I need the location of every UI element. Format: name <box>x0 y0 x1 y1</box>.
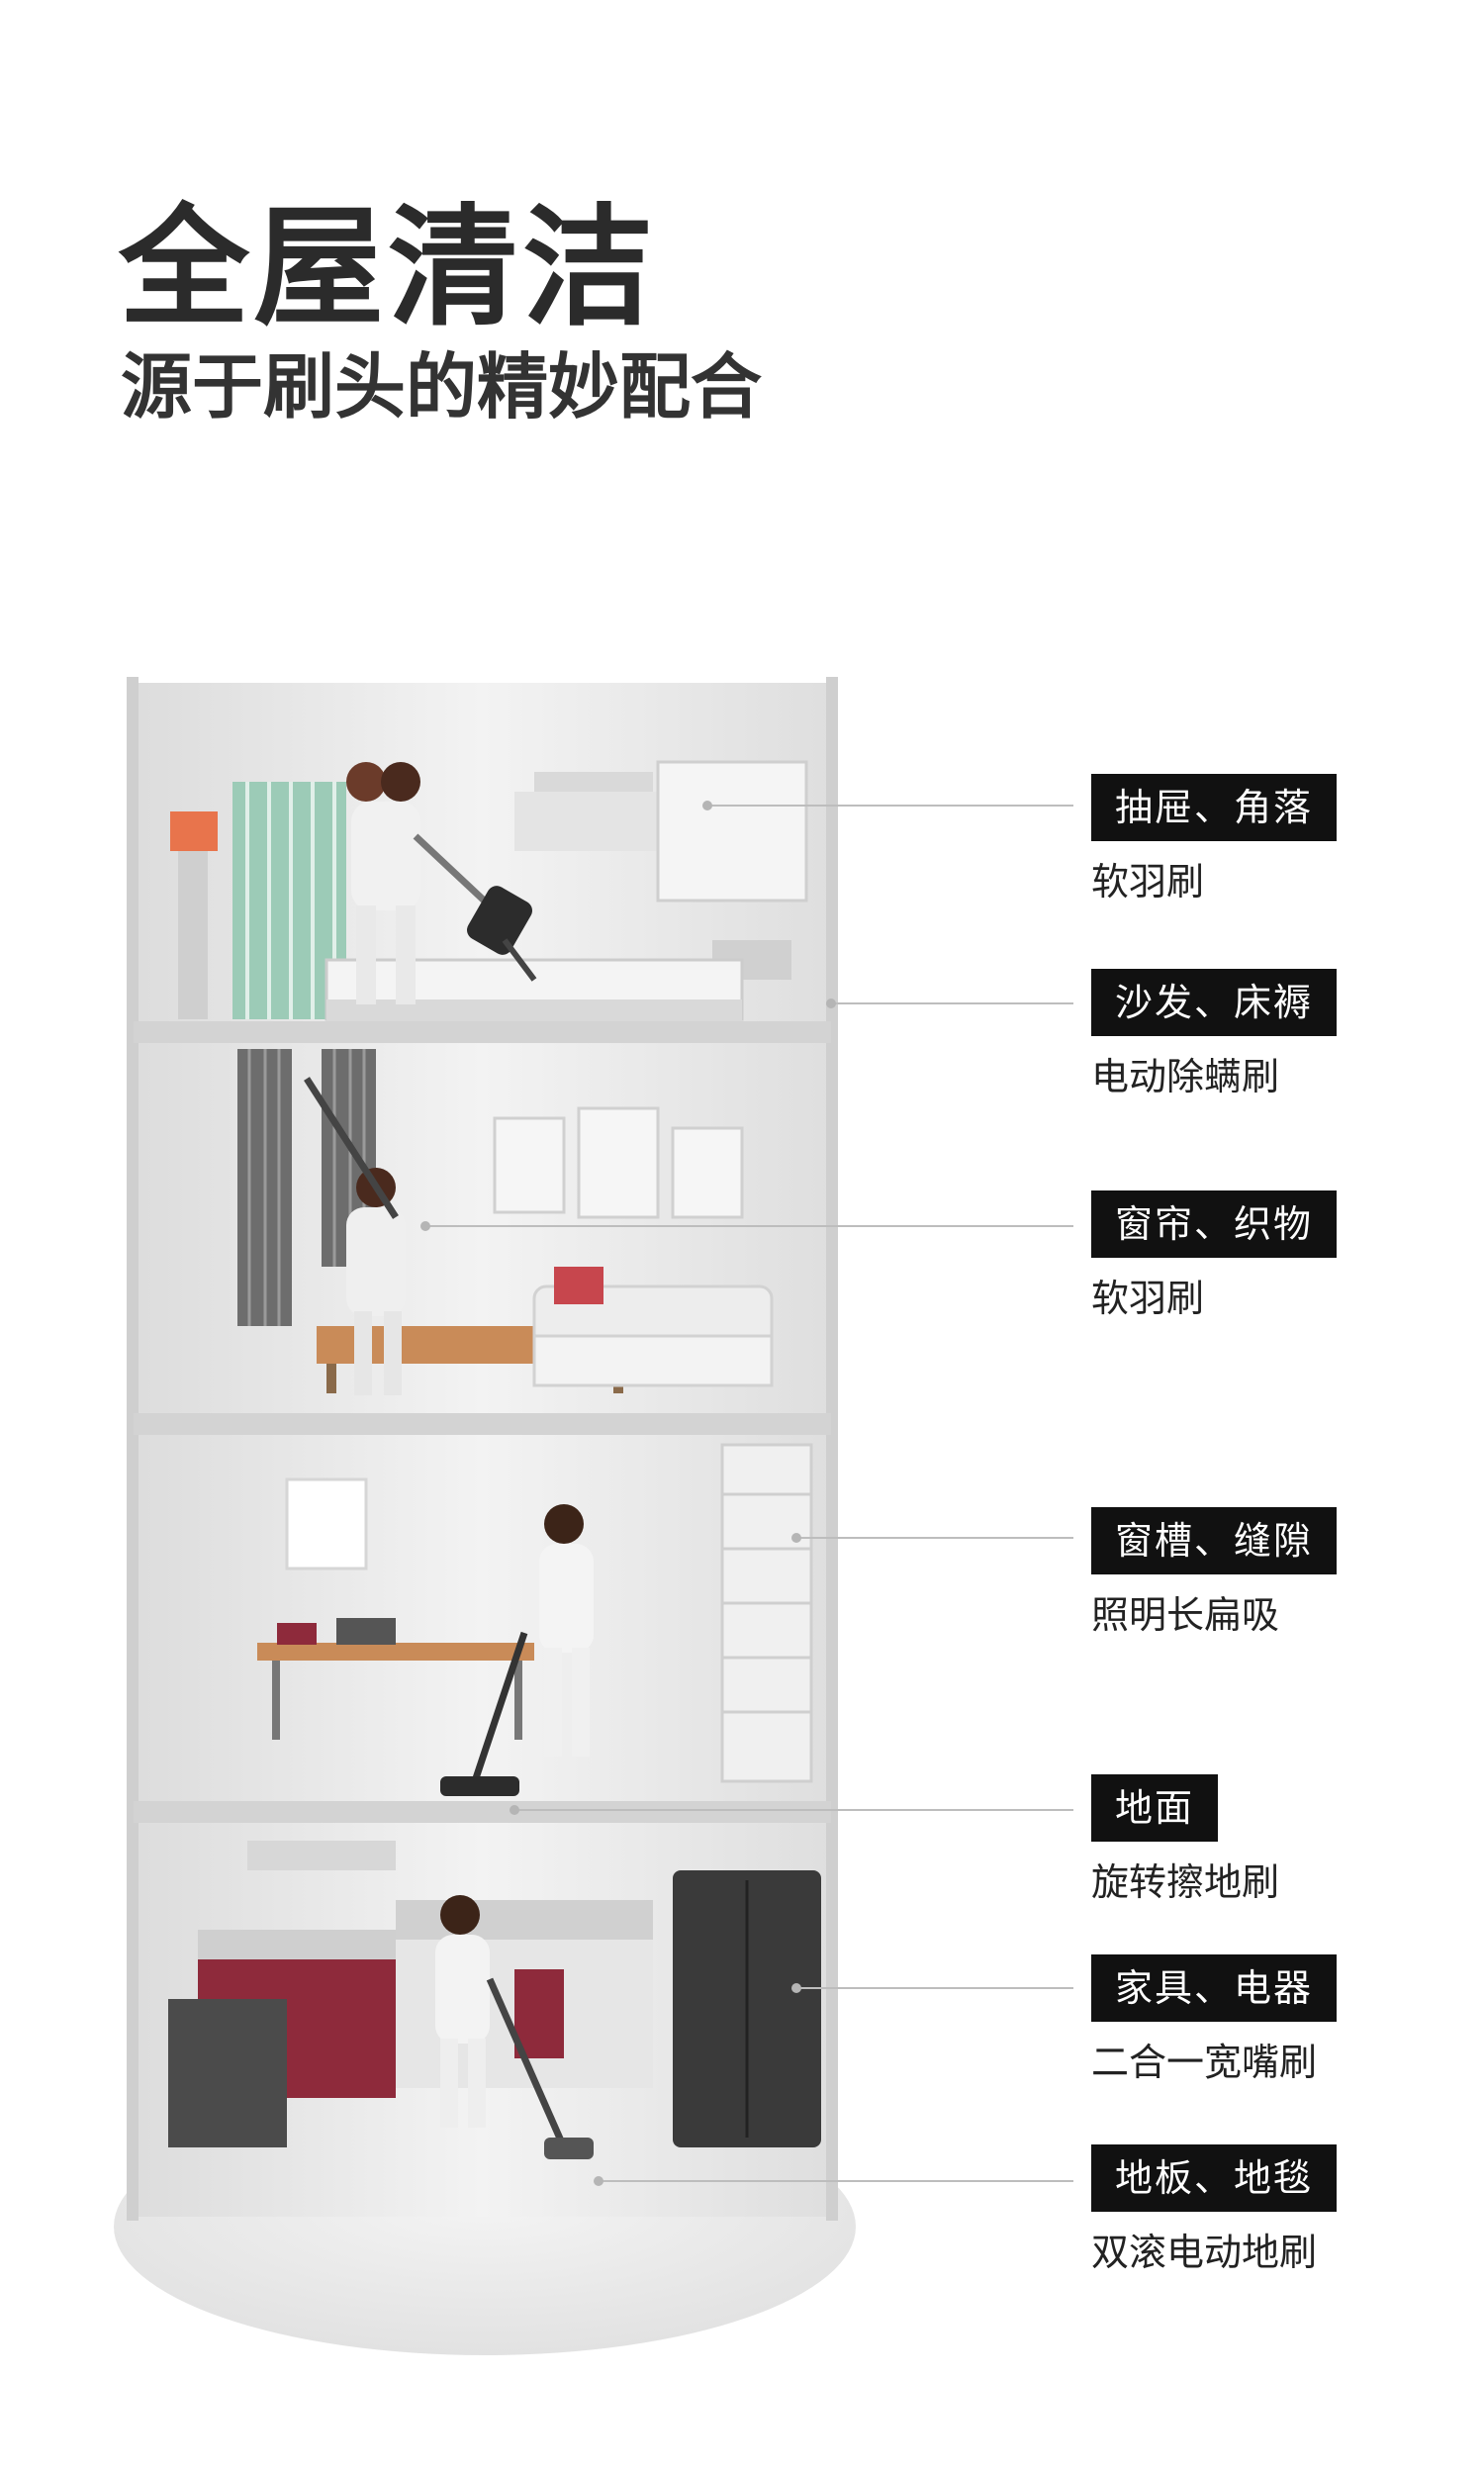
callout-sofa-mattress: 沙发、床褥 电动除螨刷 <box>1091 969 1338 1099</box>
connector-line-1 <box>702 801 1073 810</box>
callout-brush: 软羽刷 <box>1091 1277 1205 1320</box>
floor-slab-1 <box>134 1021 831 1043</box>
callout-tag: 沙发、床褥 <box>1091 969 1338 1036</box>
callout-brush: 软羽刷 <box>1091 860 1205 904</box>
connector-line-3 <box>420 1221 1073 1231</box>
page-title: 全屋清洁 <box>119 192 657 344</box>
callout-tag: 窗帘、织物 <box>1091 1190 1338 1258</box>
floor-dining-room <box>257 1443 813 1796</box>
callout-tag: 抽屉、角落 <box>1091 774 1338 841</box>
callout-drawer-corner: 抽屉、角落 软羽刷 <box>1091 774 1338 904</box>
callout-brush: 双滚电动地刷 <box>1091 2231 1318 2274</box>
callout-floor: 地面 旋转擦地刷 <box>1091 1774 1279 1905</box>
connector-line-6 <box>791 1983 1073 1993</box>
connector-line-4 <box>791 1533 1073 1543</box>
callout-brush: 照明长扁吸 <box>1091 1593 1280 1637</box>
callout-tag: 地板、地毯 <box>1091 2144 1338 2212</box>
floor-living-room <box>237 1049 774 1395</box>
callout-window-gap: 窗槽、缝隙 照明长扁吸 <box>1091 1507 1338 1638</box>
house-cutaway-illustration <box>99 653 871 2375</box>
connector-line-5 <box>510 1805 1073 1815</box>
floor-kitchen <box>168 1841 821 2159</box>
callout-brush: 二合一宽嘴刷 <box>1091 2041 1318 2084</box>
connector-line-7 <box>594 2176 1073 2186</box>
callout-brush: 电动除螨刷 <box>1091 1055 1280 1098</box>
callout-furniture-appliance: 家具、电器 二合一宽嘴刷 <box>1091 1954 1338 2085</box>
floor-slab-2 <box>134 1413 831 1435</box>
floor-slab-3 <box>134 1801 831 1823</box>
callout-hardfloor-carpet: 地板、地毯 双滚电动地刷 <box>1091 2144 1338 2275</box>
callout-tag: 家具、电器 <box>1091 1954 1338 2022</box>
connector-line-2 <box>826 999 1073 1008</box>
callout-tag: 地面 <box>1091 1774 1219 1842</box>
page-subtitle: 源于刷头的精妙配合 <box>121 345 763 428</box>
callout-tag: 窗槽、缝隙 <box>1091 1507 1338 1574</box>
floor-bedroom <box>170 760 808 1021</box>
callout-curtain-fabric: 窗帘、织物 软羽刷 <box>1091 1190 1338 1321</box>
callout-brush: 旋转擦地刷 <box>1091 1860 1280 1904</box>
